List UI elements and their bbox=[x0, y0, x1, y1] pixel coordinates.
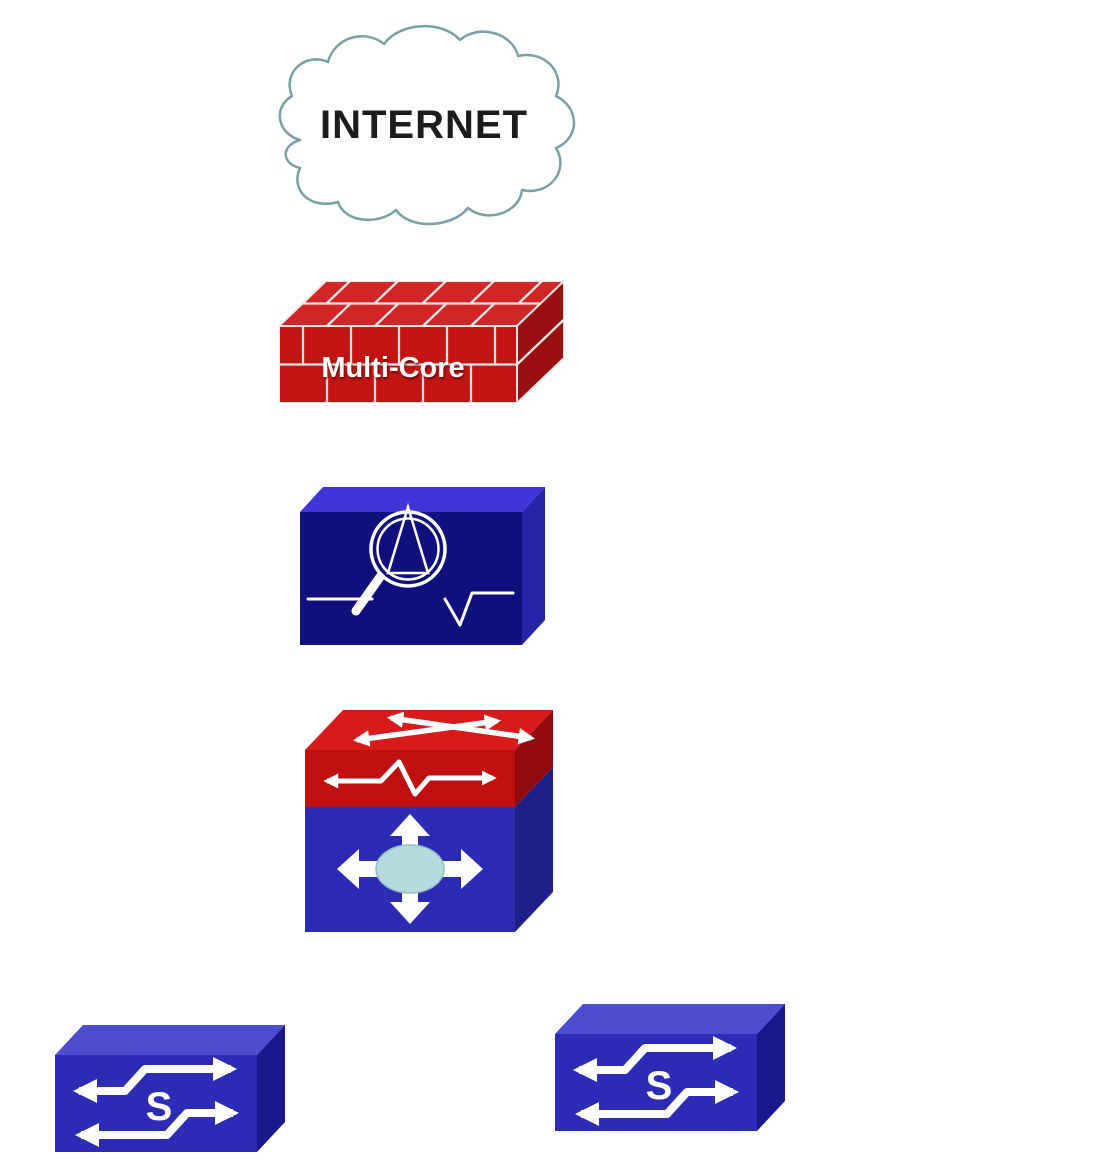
switch-arrows-icon: S bbox=[555, 1004, 785, 1131]
switch-top-face bbox=[555, 1004, 785, 1034]
firewall-label: Multi-Core bbox=[321, 352, 464, 384]
switch-arrows bbox=[73, 1057, 239, 1147]
cloud-outline bbox=[278, 25, 576, 226]
switch-arrows-icon: S bbox=[55, 1025, 285, 1152]
front-pulse-arrow bbox=[323, 759, 497, 797]
ids-analyzer-node bbox=[300, 487, 545, 650]
switch-label: S bbox=[146, 1085, 173, 1129]
switch-side-face bbox=[257, 1025, 285, 1152]
magnifier-glyph bbox=[351, 502, 447, 616]
analyzer-top-face bbox=[300, 487, 545, 512]
analyzer-side-face bbox=[522, 487, 545, 645]
magnifier-pulse-icon bbox=[300, 487, 545, 645]
multicore-firewall-node: Multi-Core bbox=[276, 278, 567, 408]
switch-label: S bbox=[646, 1064, 673, 1108]
workgroup-switch-left-node: S bbox=[55, 1025, 285, 1157]
router-side-red bbox=[515, 710, 553, 807]
brick-grid-lines bbox=[277, 279, 566, 405]
internet-label: INTERNET bbox=[320, 103, 528, 147]
workgroup-switch-right-node: S bbox=[555, 1004, 785, 1136]
internet-cloud-node: INTERNET bbox=[248, 14, 588, 239]
switch-arrows bbox=[573, 1036, 739, 1126]
layer3-switch-node bbox=[305, 710, 553, 937]
crossing-arrows-cube-icon bbox=[305, 710, 553, 932]
switch-top-face bbox=[55, 1025, 285, 1055]
top-crossing-arrows bbox=[352, 711, 536, 747]
internet-cloud-icon: INTERNET bbox=[278, 25, 576, 226]
switch-side-blue bbox=[515, 767, 553, 932]
switch-side-face bbox=[757, 1004, 785, 1131]
brick-firewall-icon: Multi-Core bbox=[276, 278, 567, 406]
center-ellipse bbox=[375, 844, 445, 894]
cross-arrows bbox=[337, 814, 483, 924]
